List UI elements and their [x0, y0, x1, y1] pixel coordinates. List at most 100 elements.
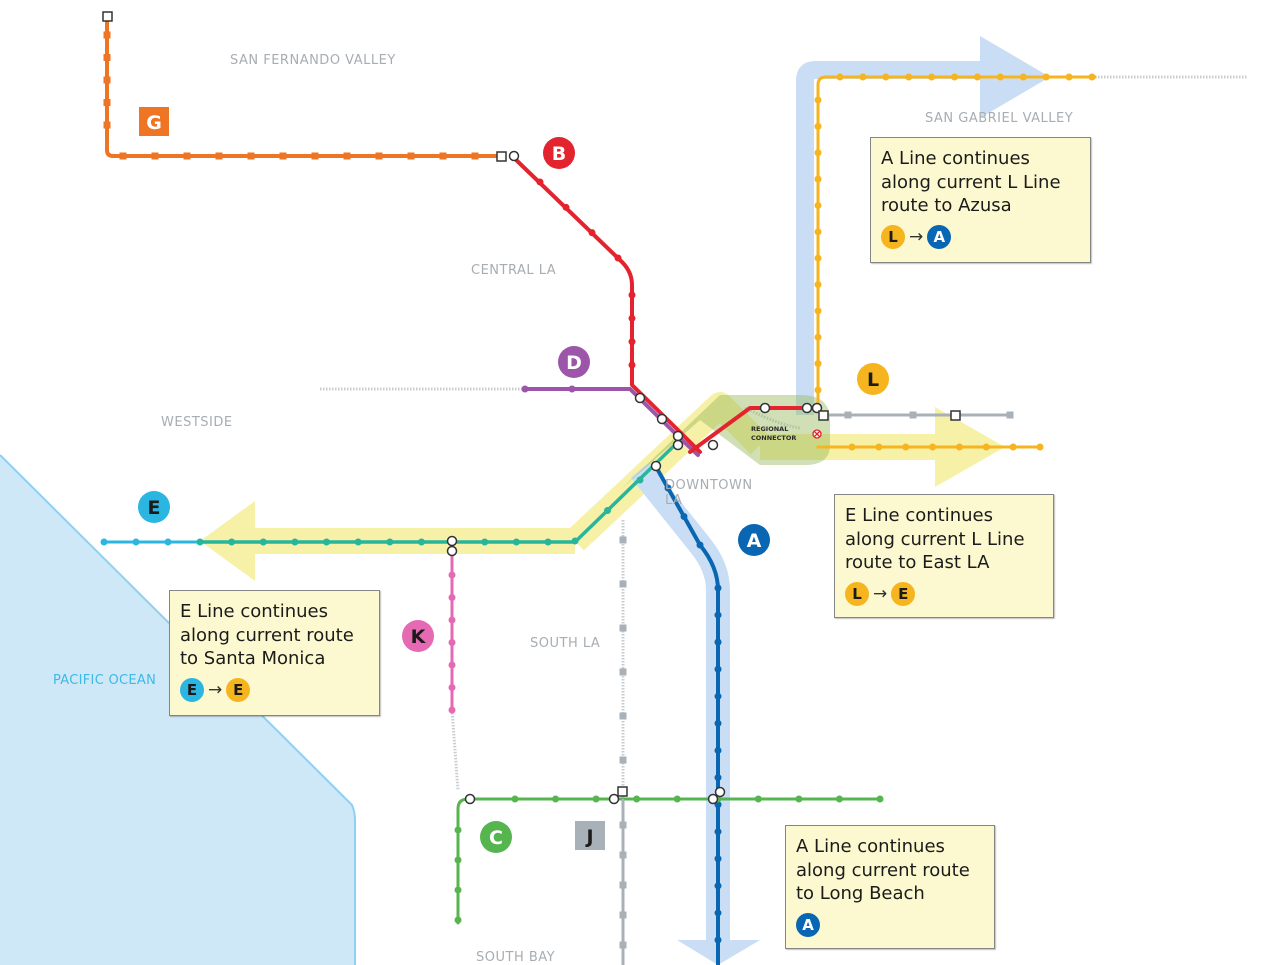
- e-line-station: [228, 538, 236, 546]
- a-line-badge-small: A: [927, 224, 952, 249]
- e-line-station: [544, 538, 552, 546]
- note-east-la-text: E Line continues along current L Line ro…: [845, 505, 1025, 573]
- b-line-station: [628, 338, 636, 346]
- svg-text:B: B: [552, 143, 566, 165]
- e-line-station: [132, 538, 140, 546]
- e-line-station: [291, 538, 299, 546]
- a-line-station: [714, 665, 722, 673]
- g-line-station: [215, 152, 223, 160]
- transfer-station: [656, 413, 668, 425]
- region-central-la: CENTRAL LA: [471, 263, 556, 278]
- j-line-station: [619, 668, 627, 676]
- b-line-station: [614, 254, 622, 262]
- l-line-station: [902, 443, 910, 451]
- region-san-gabriel-valley: SAN GABRIEL VALLEY: [925, 111, 1073, 126]
- a-line-station: [714, 855, 722, 863]
- g-line-station: [103, 121, 111, 129]
- a-line-badge-small: A: [796, 912, 820, 937]
- e-line-station: [100, 538, 108, 546]
- g-line-terminus: [102, 11, 113, 22]
- l-line-station: [814, 149, 822, 157]
- g-b-transfer-square: [496, 151, 507, 162]
- l-line-station: [882, 73, 890, 81]
- e-line-badge-small-current: E: [180, 677, 204, 702]
- b-line: [510, 154, 702, 454]
- a-line-station: [714, 584, 722, 592]
- c-line-station: [592, 795, 600, 803]
- note-long-beach-text: A Line continues along current route to …: [796, 836, 970, 904]
- svg-text:E: E: [148, 497, 161, 519]
- svg-text:C: C: [489, 827, 503, 849]
- a-line-station: [714, 828, 722, 836]
- l-line-station: [875, 443, 883, 451]
- b-line-station: [588, 229, 596, 237]
- l-line-station: [859, 73, 867, 81]
- svg-text:A: A: [747, 530, 762, 552]
- b-line-station: [536, 178, 544, 186]
- e-line-station: [164, 538, 172, 546]
- l-line-station: [1042, 73, 1050, 81]
- region-san-fernando-valley: SAN FERNANDO VALLEY: [230, 53, 396, 68]
- a-line-station: [714, 611, 722, 619]
- j-line-station: [619, 881, 627, 889]
- e-line-station: [636, 476, 644, 484]
- c-a-transfer: [714, 786, 726, 798]
- e-line-station: [386, 538, 394, 546]
- g-line-station: [183, 152, 191, 160]
- g-line-station: [375, 152, 383, 160]
- a-line-station: [714, 746, 722, 754]
- l-line-gray-square: [950, 410, 961, 421]
- g-line-station: [103, 76, 111, 84]
- right-arrow-icon: →: [873, 583, 888, 604]
- c-line-station: [511, 795, 519, 803]
- d-line-badge: D: [558, 346, 590, 378]
- svg-text:D: D: [566, 352, 582, 374]
- g-line-station: [103, 99, 111, 106]
- e-k-transfer: [446, 545, 458, 557]
- g-line-station: [311, 152, 319, 160]
- transfer-station: [672, 439, 684, 451]
- l-line-station: [973, 73, 981, 81]
- e-line-station: [571, 537, 579, 545]
- j-line-station: [619, 756, 627, 764]
- e-line-station: [354, 538, 362, 546]
- c-line-station: [795, 795, 803, 803]
- c-line-station: [454, 886, 462, 894]
- e-line-badge: E: [138, 491, 170, 523]
- g-line: [105, 15, 502, 158]
- l-line-station: [982, 443, 990, 451]
- e-line-station: [481, 538, 489, 546]
- a-line-azusa-corridor: [796, 61, 985, 415]
- l-line-station: [848, 443, 856, 451]
- c-line-station: [876, 795, 884, 803]
- l-line-station: [814, 254, 822, 262]
- l-line-north: [816, 75, 1097, 407]
- right-arrow-icon: →: [208, 679, 223, 700]
- l-line-station: [814, 360, 822, 368]
- g-line-badge: G: [139, 107, 169, 136]
- note-long-beach: A Line continues along current route to …: [785, 825, 995, 949]
- k-line-station: [448, 594, 456, 601]
- l-line-badge-small: L: [845, 581, 869, 606]
- transfer-station: [707, 439, 719, 451]
- l-line-station: [814, 228, 822, 236]
- a-line-station: [714, 638, 722, 646]
- k-line-station: [448, 661, 456, 669]
- region-labels: SAN FERNANDO VALLEY SAN GABRIEL VALLEY C…: [53, 53, 1073, 965]
- j-line-badge: J: [575, 821, 605, 850]
- g-line-station: [247, 152, 255, 160]
- e-line-station: [417, 538, 425, 546]
- a-line-station: [680, 513, 688, 520]
- b-d-connector: [688, 406, 807, 454]
- transfer-station-square: [818, 410, 829, 421]
- svg-text:J: J: [584, 826, 593, 848]
- a-line-station: [714, 882, 722, 890]
- pacific-ocean-label: PACIFIC OCEAN: [53, 673, 156, 688]
- region-south-la: SOUTH LA: [530, 636, 600, 651]
- g-line-station: [103, 54, 111, 61]
- j-line-station: [619, 536, 627, 544]
- regional-connector-closed-station: [812, 429, 822, 439]
- l-line-station: [814, 333, 822, 341]
- c-line-badge: C: [480, 821, 512, 853]
